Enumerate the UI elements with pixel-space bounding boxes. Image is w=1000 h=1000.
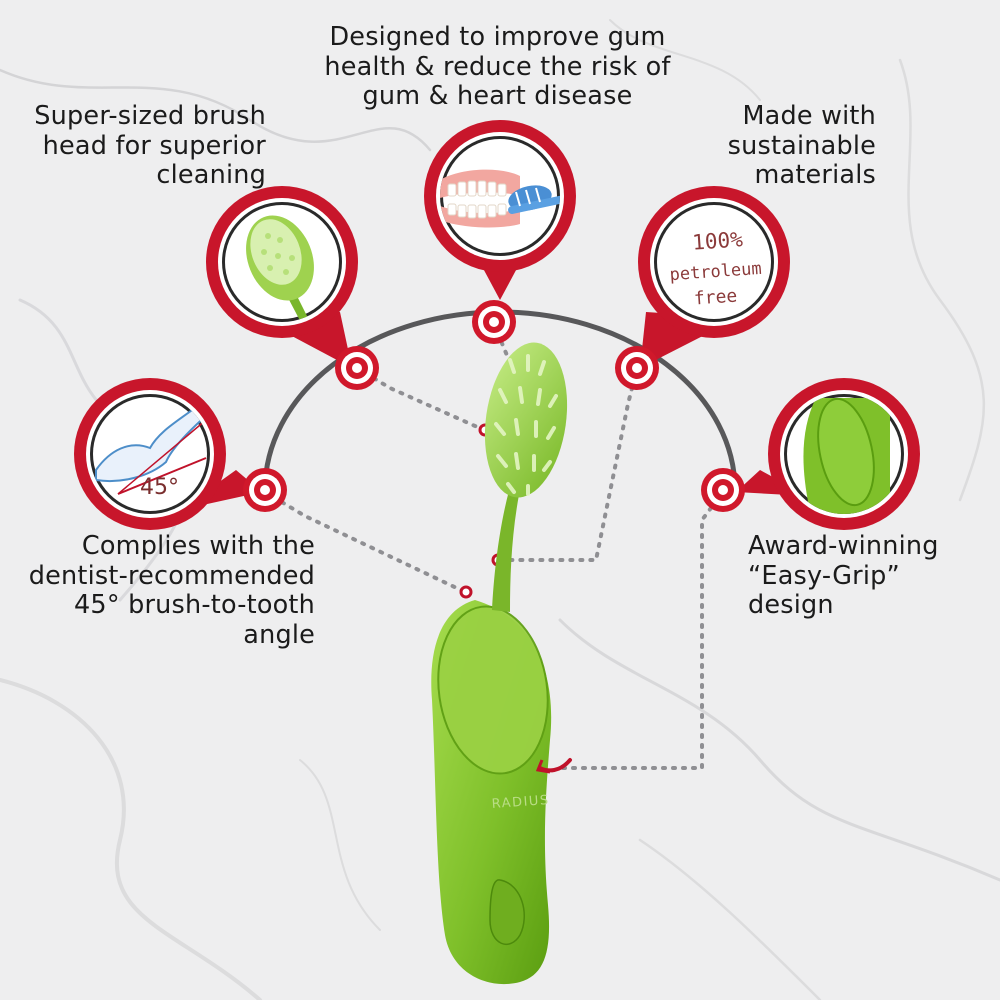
- toothbrush-thumb-pad: [437, 605, 549, 775]
- handle-brand-text: RADIUS: [491, 793, 550, 812]
- toothbrush: RADIUS: [431, 342, 572, 985]
- label-sustainable: Made with sustainable materials: [727, 101, 876, 190]
- label-brush-head: Super-sized brush head for superior clea…: [34, 101, 266, 190]
- label-gum-health: Designed to improve gum health & reduce …: [324, 22, 671, 111]
- arc-targets: [243, 300, 745, 512]
- target-gum-health: [472, 300, 516, 344]
- target-grip: [701, 468, 745, 512]
- angle-badge-value: 45°: [140, 475, 179, 500]
- target-angle: [243, 468, 287, 512]
- toothbrush-head: [484, 342, 568, 498]
- toothbrush-neck: [492, 480, 522, 612]
- callout-grip: [768, 378, 920, 530]
- target-sustainable: [615, 346, 659, 390]
- label-grip: Award-winning “Easy-Grip” design: [748, 531, 939, 620]
- toothbrush-arrow: [538, 758, 572, 773]
- callout-sustainable: 100% petroleum free: [638, 186, 790, 338]
- label-angle: Complies with the dentist-recommended 45…: [28, 531, 315, 650]
- callout-brush-head: [206, 186, 358, 338]
- petroleum-badge-line3: free: [693, 286, 738, 310]
- callout-angle: 45°: [74, 378, 226, 530]
- petroleum-badge-line1: 100%: [691, 227, 743, 254]
- toothbrush-thumb-notch: [489, 879, 525, 945]
- target-brush-head: [335, 346, 379, 390]
- marble-texture: [0, 19, 1000, 1000]
- callout-gum-health: [424, 120, 576, 272]
